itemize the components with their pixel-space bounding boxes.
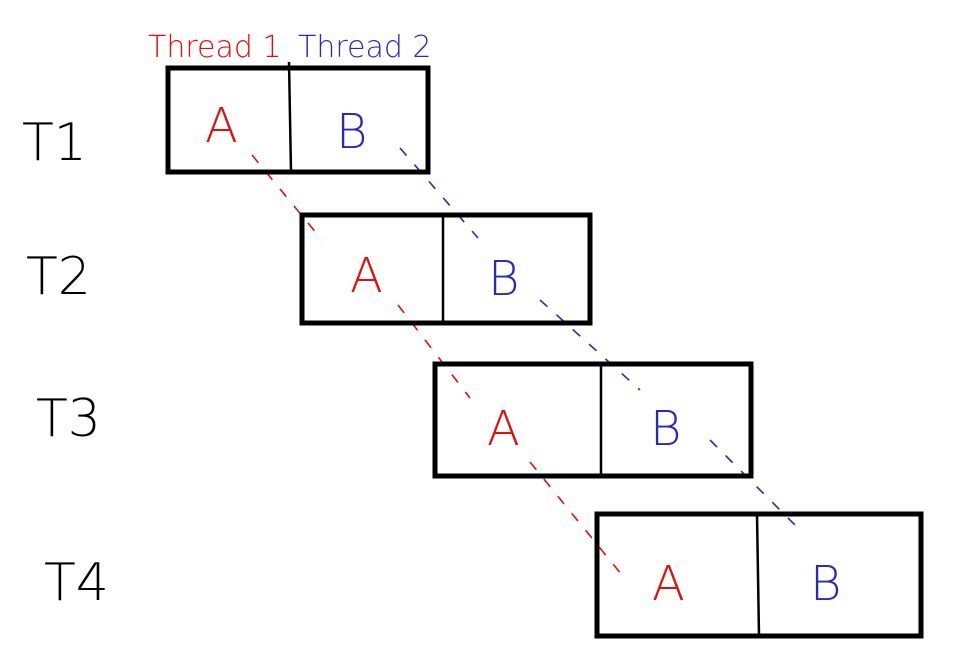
row-t3-cell-a: A: [487, 401, 520, 457]
row-t2-cell-b: B: [488, 251, 519, 307]
thread1-connector-1-2: [251, 154, 323, 241]
row-t2-cell-a: A: [350, 248, 383, 304]
row-t4: T4 A B: [44, 511, 924, 639]
row-t4-cell-a: A: [652, 556, 685, 612]
row-t4-divider: [755, 513, 761, 637]
row-t1-cell-b: B: [336, 104, 367, 160]
row-t2: T2 A B: [26, 212, 593, 326]
thread1-label: Thread 1: [148, 30, 282, 65]
row-t3: T3 A B: [36, 361, 754, 479]
row-t4-cell-b: B: [810, 556, 841, 612]
thread2-connector-1-2: [399, 147, 479, 239]
row-t1: T1 A B: [22, 61, 431, 175]
thread1-connectors: [251, 154, 627, 581]
row-t1-box: [165, 65, 431, 175]
row-t1-divider: [287, 61, 293, 173]
row-t3-cell-b: B: [650, 401, 681, 457]
thread1-connector-3-4: [529, 461, 627, 581]
thread2-connectors: [399, 147, 801, 531]
row-label-t2: T2: [26, 247, 91, 307]
row-label-t3: T3: [36, 389, 101, 449]
thread2-connector-2-3: [539, 299, 641, 391]
row-t2-box: [299, 212, 593, 326]
row-label-t1: T1: [22, 113, 87, 173]
row-t1-cell-a: A: [205, 98, 238, 154]
row-label-t4: T4: [44, 553, 109, 613]
row-t3-box: [432, 361, 754, 479]
thread2-label: Thread 2: [298, 30, 432, 65]
